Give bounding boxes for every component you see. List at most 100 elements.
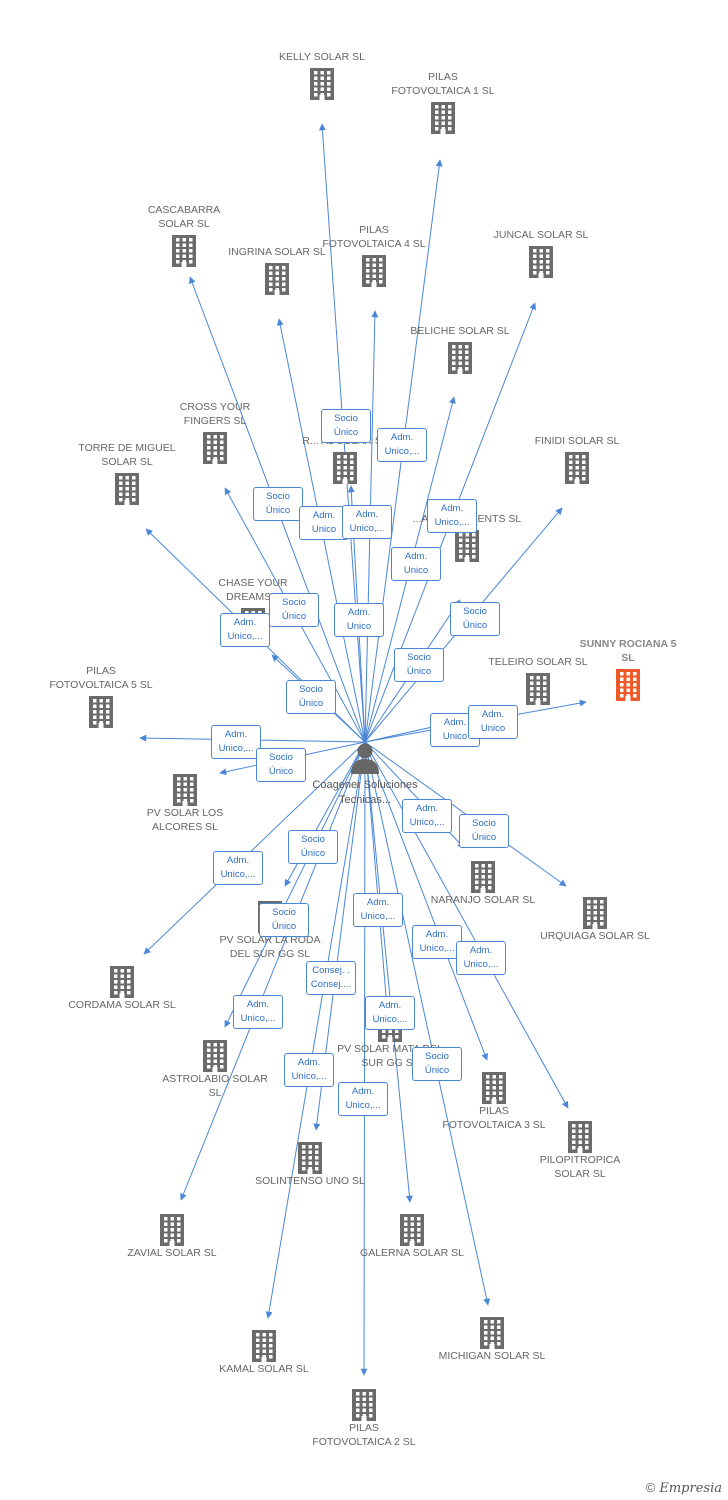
badge-line-1: Adm. — [351, 1086, 375, 1097]
building-icon — [115, 473, 139, 505]
building-icon — [568, 1121, 592, 1153]
badge-line-2: Único — [462, 620, 488, 631]
relation-badge-25[interactable]: Consej. .Consej.... — [306, 961, 356, 995]
empresia-logo[interactable]: Empresia — [659, 1481, 722, 1496]
badge-line-2: Unico — [346, 621, 372, 632]
company-node-0[interactable]: KELLY SOLAR SL — [267, 50, 377, 100]
company-node-6[interactable]: BELICHE SOLAR SL — [405, 324, 515, 374]
company-node-1[interactable]: PILAS FOTOVOLTAICA 1 SL — [388, 70, 498, 134]
company-node-7[interactable]: CROSS YOUR FINGERS SL — [160, 400, 270, 464]
building-icon — [160, 1214, 184, 1246]
edge-30 — [360, 741, 368, 1376]
company-node-28[interactable]: MICHIGAN SOLAR SL — [437, 1313, 547, 1363]
building-icon — [203, 1040, 227, 1072]
badge-line-2: Unico,... — [345, 1100, 381, 1111]
badge-line-2: Unico,... — [349, 523, 385, 534]
building-icon — [448, 342, 472, 374]
badge-line-2: Unico — [403, 565, 429, 576]
relation-badge-4[interactable]: Adm.Unico,... — [342, 505, 392, 539]
company-node-30[interactable]: PILAS FOTOVOLTAICA 2 SL — [309, 1385, 419, 1449]
company-node-13[interactable]: SUNNY ROCIANA 5 SL — [573, 637, 683, 701]
company-node-15[interactable]: PILAS FOTOVOLTAICA 5 SL — [46, 664, 156, 728]
building-icon — [172, 235, 196, 267]
center-person-node[interactable]: Coagener Soluciones Tecnicas... — [310, 742, 420, 808]
edge-20 — [143, 741, 366, 955]
badge-line-1: Adm. — [440, 503, 464, 514]
badge-line-1: Consej. . — [312, 965, 350, 976]
badge-line-1: Adm. — [246, 999, 270, 1010]
badge-line-2: Único — [298, 698, 324, 709]
company-node-25[interactable]: SOLINTENSO UNO SL — [255, 1138, 365, 1188]
company-node-16[interactable]: PV SOLAR LOS ALCORES SL — [130, 770, 240, 834]
company-label: CASCABARRA SOLAR SL — [147, 204, 221, 230]
building-icon — [110, 966, 134, 998]
building-icon — [298, 1142, 322, 1174]
company-node-5[interactable]: JUNCAL SOLAR SL — [486, 228, 596, 278]
relation-badge-6[interactable]: Adm.Unico — [391, 547, 441, 581]
company-node-17[interactable]: NARANJO SOLAR SL — [428, 857, 538, 907]
relation-badge-23[interactable]: Adm.Unico,... — [412, 925, 462, 959]
company-node-27[interactable]: GALERNA SOLAR SL — [357, 1210, 467, 1260]
building-icon — [203, 432, 227, 464]
badge-line-2: Único — [271, 921, 297, 932]
building-icon — [352, 1389, 376, 1421]
relation-badge-20[interactable]: Adm.Unico,... — [213, 851, 263, 885]
badge-line-2: Unico,... — [384, 446, 420, 457]
badge-line-2: Unico,... — [434, 517, 470, 528]
company-node-21[interactable]: ASTROLABIO SOLAR SL — [160, 1036, 270, 1100]
company-node-20[interactable]: CORDAMA SOLAR SL — [67, 962, 177, 1012]
relation-badge-3[interactable]: Adm.Unico — [299, 506, 349, 540]
company-label: SOLINTENSO UNO SL — [255, 1175, 365, 1187]
building-icon — [583, 897, 607, 929]
relation-badge-26[interactable]: Adm.Unico,... — [233, 995, 283, 1029]
center-person-label: Coagener Soluciones Tecnicas... — [312, 779, 418, 806]
company-node-23[interactable]: PILAS FOTOVOLTAICA 3 SL — [439, 1068, 549, 1132]
relation-badge-15[interactable]: Adm.Unico,... — [211, 725, 261, 759]
company-label: ZAVIAL SOLAR SL — [127, 1247, 217, 1259]
relation-badge-22[interactable]: Adm.Unico,... — [353, 893, 403, 927]
relation-badge-8[interactable]: Adm.Unico,... — [220, 613, 270, 647]
relation-badge-24[interactable]: Adm.Unico,... — [456, 941, 506, 975]
badge-line-2: Unico — [480, 723, 506, 734]
relation-badge-14[interactable]: Adm.Unico — [468, 705, 518, 739]
company-node-14[interactable]: TELEIRO SOLAR SL — [483, 655, 593, 705]
relation-badge-1[interactable]: Adm.Unico,... — [377, 428, 427, 462]
badge-line-2: Unico,... — [372, 1014, 408, 1025]
edge-23 — [364, 741, 489, 1061]
company-node-3[interactable]: INGRINA SOLAR SL — [222, 245, 332, 295]
company-node-9[interactable]: TORRE DE MIGUEL SOLAR SL — [72, 441, 182, 505]
relation-badge-29[interactable]: Adm.Unico,... — [284, 1053, 334, 1087]
badge-line-1: Adm. — [415, 803, 439, 814]
relation-badge-27[interactable]: Adm.Unico,... — [365, 996, 415, 1030]
relation-badge-30[interactable]: Adm. Unico,... — [338, 1082, 388, 1116]
company-node-10[interactable]: FINIDI SOLAR SL — [522, 434, 632, 484]
company-node-4[interactable]: PILAS FOTOVOLTAICA 4 SL — [319, 223, 429, 287]
company-label: JUNCAL SOLAR SL — [493, 229, 589, 241]
edge-24 — [364, 741, 569, 1109]
badge-line-1: Socio — [407, 652, 431, 663]
badge-line-1: Adm. — [312, 510, 336, 521]
badge-line-1: Adm. — [347, 607, 371, 618]
company-node-29[interactable]: KAMAL SOLAR SL — [209, 1326, 319, 1376]
company-node-2[interactable]: CASCABARRA SOLAR SL — [129, 203, 239, 267]
badge-line-2: Único — [265, 505, 291, 516]
badge-line-2: Unico,... — [227, 631, 263, 642]
company-node-18[interactable]: URQUIAGA SOLAR SL — [540, 893, 650, 943]
relation-badge-5[interactable]: Adm. Unico,... — [427, 499, 477, 533]
copyright-symbol: © — [645, 1480, 656, 1495]
company-node-24[interactable]: PILOPITROPICA SOLAR SL — [525, 1117, 635, 1181]
relation-badge-9[interactable]: Adm. Unico — [334, 603, 384, 637]
company-node-26[interactable]: ZAVIAL SOLAR SL — [117, 1210, 227, 1260]
relation-badge-17[interactable]: Adm.Unico,... — [402, 799, 452, 833]
